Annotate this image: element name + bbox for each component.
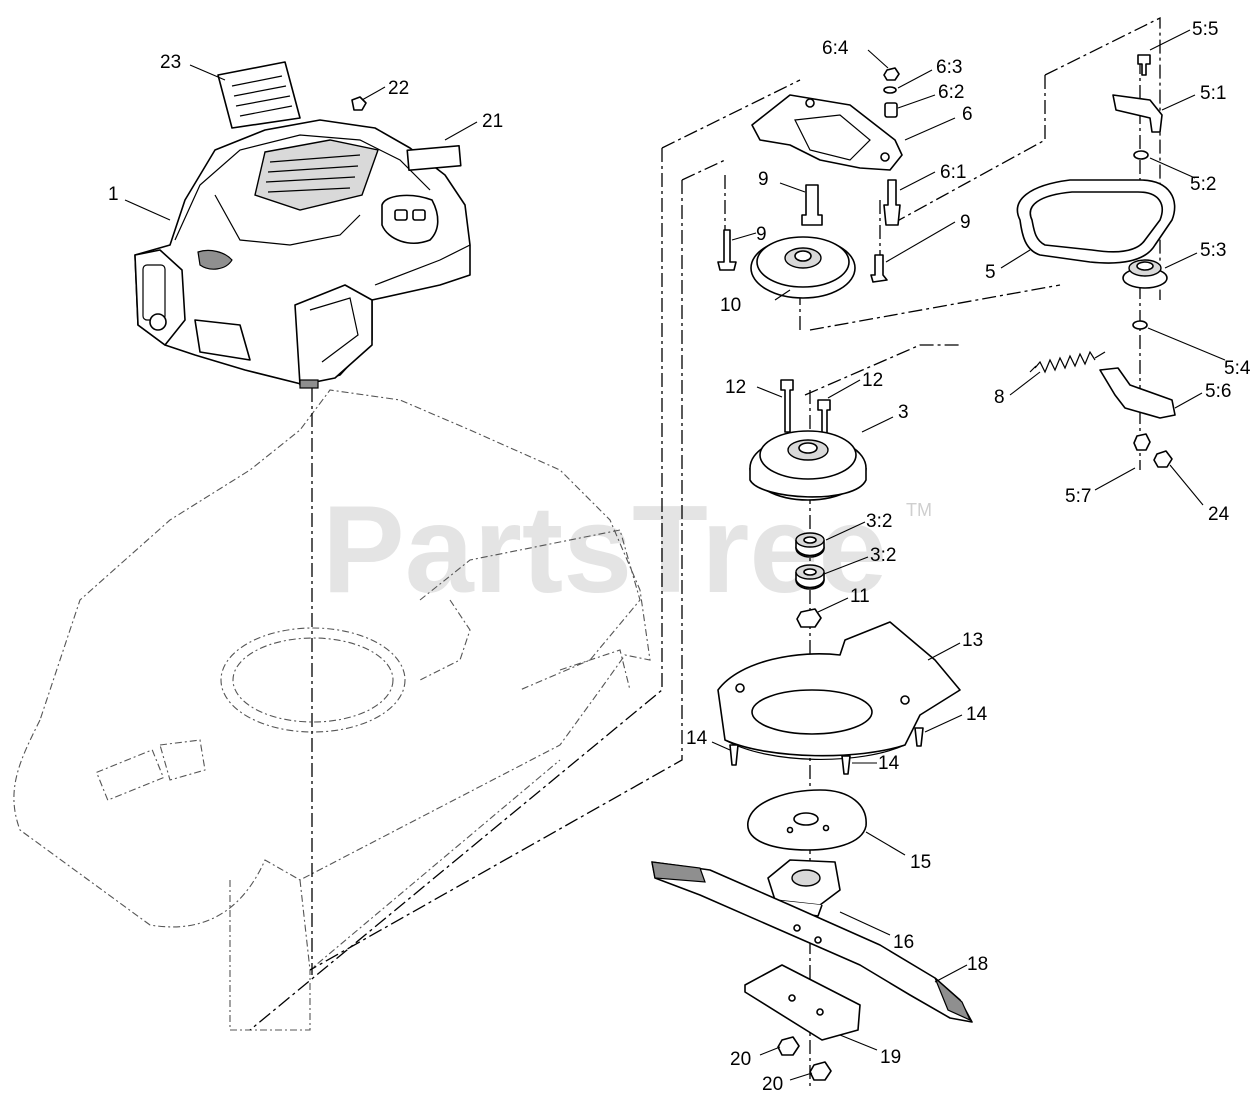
plate-15 [747,789,867,851]
blade-18 [651,861,973,1023]
washer-5-4 [1132,320,1148,330]
bolt-9a [801,184,823,226]
mower-deck [13,389,651,1031]
callout-11: 11 [850,586,870,607]
callout-5-7: 5:7 [1065,486,1091,507]
callout-13: 13 [962,630,983,651]
callout-5: 5 [985,262,996,283]
callout-14a: 14 [686,728,708,749]
callout-5-4: 5:4 [1224,358,1251,379]
callout-20b: 20 [762,1074,783,1095]
idler-bracket-6 [751,94,903,171]
callout-5-2: 5:2 [1190,174,1216,195]
callout-6-4: 6:4 [822,38,849,59]
nut-20a [777,1036,800,1056]
idler-pulley-10 [750,236,856,299]
label-21 [406,144,462,172]
callout-9a: 9 [758,169,769,190]
callout-20a: 20 [730,1049,751,1070]
callout-6-1: 6:1 [940,162,966,183]
watermark-trademark: TM [906,500,932,520]
decal-23 [217,61,301,129]
bolt-9b [717,229,737,271]
callout-18: 18 [967,954,988,975]
callout-6-3: 6:3 [936,57,962,78]
callout-5-1: 5:1 [1200,83,1226,104]
bearing-3-2a [795,532,825,558]
nut-6-4 [883,67,900,81]
callout-22: 22 [388,78,409,99]
washer-5-2 [1133,150,1149,160]
stiffener-19 [744,964,861,1041]
arm-5-6 [1099,367,1176,419]
leader-lines [124,29,1226,1081]
nut-24 [1153,450,1173,468]
pulley-3 [749,430,867,501]
callout-14c: 14 [878,753,900,774]
screw-14b [914,727,924,747]
callout-14b: 14 [966,704,988,725]
pin-5-5 [1137,54,1151,76]
callout-19: 19 [880,1047,901,1068]
plate-5-1 [1112,94,1163,133]
engine-assembly [134,119,471,389]
belt-5 [1016,179,1176,264]
bearing-3-2b [795,564,825,590]
callout-10: 10 [720,295,741,316]
callout-3-2a: 3:2 [866,511,892,532]
pulley-5-3 [1122,259,1168,289]
nut-11 [796,608,822,628]
nut-5-7 [1133,433,1151,451]
callout-23: 23 [160,52,181,73]
callout-labels: 23 22 21 1 6:4 6:3 6:2 6 6:1 9 9 9 10 5:… [108,19,1251,1095]
bolt-12a [780,379,794,433]
spacer-6-2 [884,102,898,118]
callout-3-2b: 3:2 [870,545,896,566]
spring-8 [1029,350,1106,374]
screw-14c [841,755,851,775]
bolt-9c [870,254,888,283]
callout-9b: 9 [756,224,767,245]
callout-21: 21 [482,111,503,132]
washer-6-3 [883,86,897,94]
callout-9c: 9 [960,212,971,233]
screw-14a [729,744,739,766]
callout-12a: 12 [725,377,746,398]
callout-1: 1 [108,184,119,205]
housing-13 [717,621,961,760]
callout-5-6: 5:6 [1205,381,1231,402]
callout-8: 8 [994,387,1005,408]
callout-6-2: 6:2 [938,82,964,103]
callout-24: 24 [1208,504,1230,525]
bolt-6-1 [883,179,901,226]
watermark-text: PartsTree [322,481,887,619]
callout-15: 15 [910,852,931,873]
callout-3: 3 [898,402,909,423]
nut-20b [809,1061,832,1081]
callout-5-5: 5:5 [1192,19,1218,40]
callout-12b: 12 [862,370,883,391]
callout-5-3: 5:3 [1200,240,1226,261]
callout-16: 16 [893,932,914,953]
callout-6: 6 [962,104,973,125]
